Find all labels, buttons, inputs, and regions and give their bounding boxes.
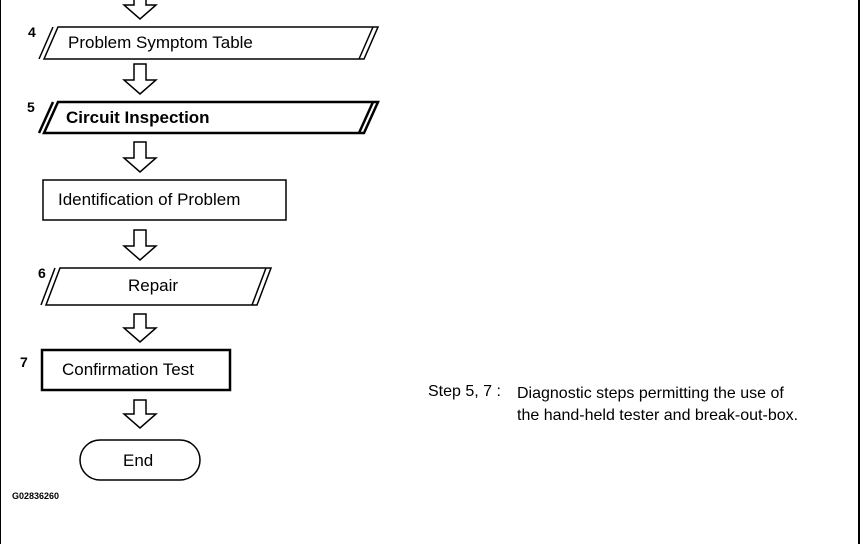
identification-box xyxy=(42,179,287,221)
down-arrow-icon xyxy=(122,63,158,95)
step-7-label: Confirmation Test xyxy=(62,360,194,379)
down-arrow-icon xyxy=(122,399,158,429)
step-5-label: Circuit Inspection xyxy=(66,108,210,127)
note-text: Diagnostic steps permitting the use of t… xyxy=(517,385,799,424)
step-number-6: 6 xyxy=(38,265,46,281)
step-number-4: 4 xyxy=(28,24,36,40)
down-arrow-icon xyxy=(122,313,158,343)
down-arrow-icon xyxy=(122,141,158,173)
end-terminator xyxy=(79,439,201,481)
step-number-7: 7 xyxy=(20,354,28,370)
step-6-label: Repair xyxy=(128,276,179,295)
identification-label: Identification of Problem xyxy=(58,190,241,209)
figure-code: G02836260 xyxy=(12,491,60,501)
step-6-box xyxy=(44,267,273,306)
end-label: End xyxy=(123,451,154,470)
step-4-box xyxy=(42,26,380,60)
note-label: Step 5, 7 : xyxy=(428,383,501,400)
step-7-box xyxy=(40,348,232,392)
step-number-5: 5 xyxy=(27,99,35,115)
down-arrow-icon xyxy=(122,229,158,261)
step-5-box xyxy=(42,100,380,135)
step-4-label: Problem Symptom Table xyxy=(68,33,253,52)
down-arrow-icon xyxy=(122,0,158,20)
